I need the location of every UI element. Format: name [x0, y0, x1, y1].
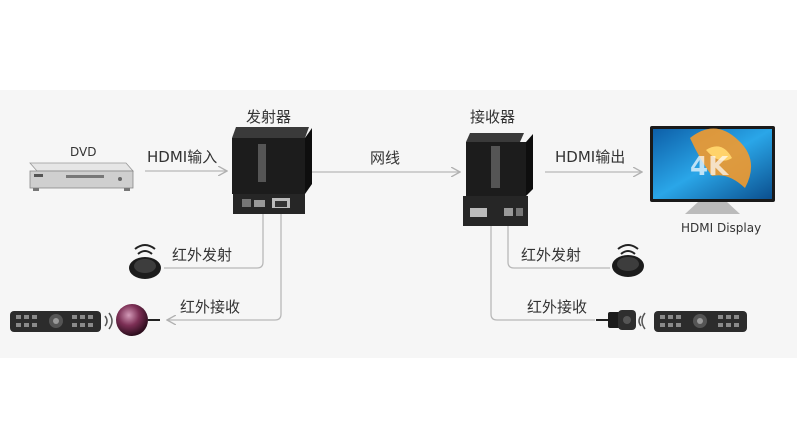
- ir-tx-right-line: [507, 224, 610, 269]
- ir-tx-right-label: 红外发射: [521, 246, 582, 264]
- remote-control-right-icon: [638, 311, 747, 332]
- hdmi-out-label: HDMI输出: [555, 148, 626, 166]
- ir-rx-left-line: [168, 208, 282, 320]
- cable-label: 网线: [370, 149, 401, 167]
- ir-rx-right-line: [490, 224, 595, 321]
- remote-control-left-icon: [10, 311, 113, 332]
- transmitter-box-icon: [232, 127, 312, 214]
- ir-rx-left-label: 红外接收: [180, 298, 241, 316]
- svg-text:4K: 4K: [690, 152, 729, 182]
- ir-tx-left-label: 红外发射: [172, 246, 233, 264]
- hdmi-in-label: HDMI输入: [147, 148, 218, 166]
- ir-emitter-right-icon: [612, 244, 644, 277]
- receiver-box-icon: [463, 133, 533, 226]
- dvd-label: DVD: [70, 145, 97, 159]
- transmitter-label: 发射器: [246, 108, 292, 126]
- ir-rx-right-label: 红外接收: [527, 298, 588, 316]
- connection-lines: [145, 171, 641, 320]
- dvd-player-icon: [29, 162, 134, 191]
- ir-receiver-left-icon: [116, 304, 160, 336]
- ir-tx-left-line: [164, 208, 264, 269]
- tv-display-icon: 4K: [650, 126, 775, 214]
- receiver-label: 接收器: [470, 108, 516, 126]
- ir-emitter-left-icon: [129, 244, 161, 279]
- display-label: HDMI Display: [681, 221, 762, 235]
- ir-receiver-right-icon: [596, 310, 636, 330]
